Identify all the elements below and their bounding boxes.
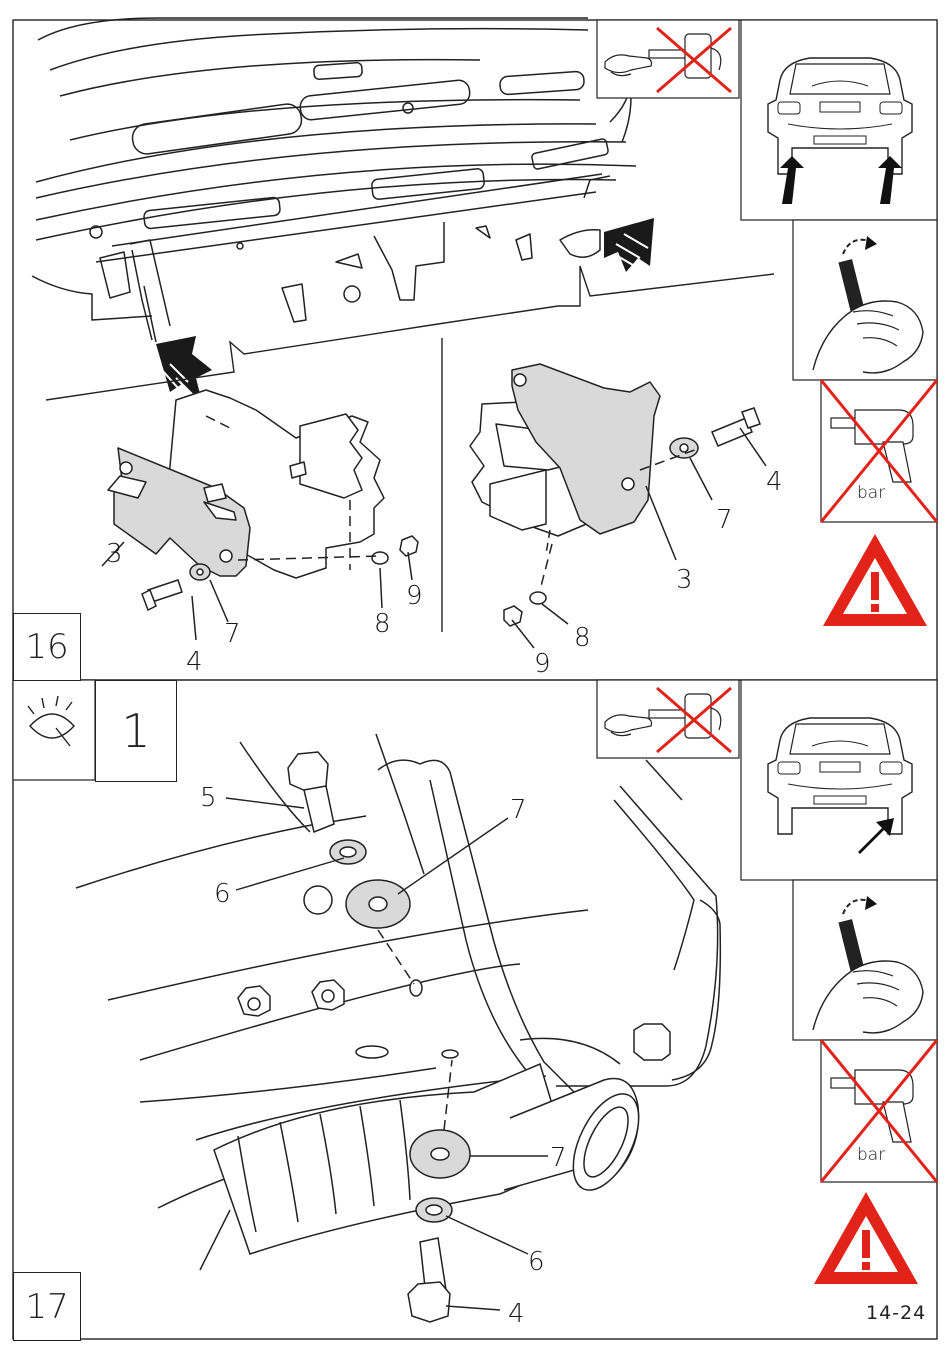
callout-16-left-bracket: 3 [106,539,123,569]
warning-icon [814,1192,918,1284]
no-impact-wrench-icon: bar [821,1040,937,1182]
callout-16-right-bracket: 3 [676,565,693,595]
vehicle-rear-drawing [32,18,636,342]
right-bracket-assembly [470,364,660,554]
callout-16-left-nut: 9 [406,581,423,611]
car-rear-view-icon [741,20,937,220]
hand-tighten-icon [793,880,937,1040]
view-count: 1 [95,680,177,782]
eye-view-icon [13,680,95,780]
chassis-fasteners [238,886,670,1060]
torque-unit-label: bar [857,1145,885,1165]
callout-16-right-nut: 9 [534,649,551,679]
zoom-connector [46,266,774,632]
hand-tighten-icon [793,220,937,380]
step-number-17: 17 [13,1272,81,1341]
callout-16-right-washer: 7 [716,505,733,535]
no-grease-icon [597,680,739,758]
callout-16-left-bolt: 4 [186,647,203,677]
callout-16-right-bolt: 4 [766,467,783,497]
callout-16-left-washer: 7 [224,619,241,649]
torque-unit-label: bar [857,483,885,503]
document-code: 14-24 [866,1302,926,1324]
callout-16-right-washer-small: 8 [574,623,591,653]
left-bracket-assembly [108,390,384,578]
callout-17-bolt-top: 5 [200,783,217,813]
step-number-16: 16 [13,613,81,681]
car-rear-view-icon [741,680,937,880]
callout-17-bolt-bottom: 4 [508,1299,525,1329]
arrow-right-mount [604,218,654,272]
callout-17-washer-top-large: 7 [510,795,527,825]
callout-17-washer-top-small: 6 [214,879,231,909]
callout-17-washer-bottom-large: 7 [550,1143,567,1173]
no-impact-wrench-icon: bar [821,380,937,522]
callout-17-washer-bottom-small: 6 [528,1247,545,1277]
warning-icon [823,534,927,626]
no-grease-icon [597,20,739,98]
callout-16-left-washer-small: 8 [374,609,391,639]
